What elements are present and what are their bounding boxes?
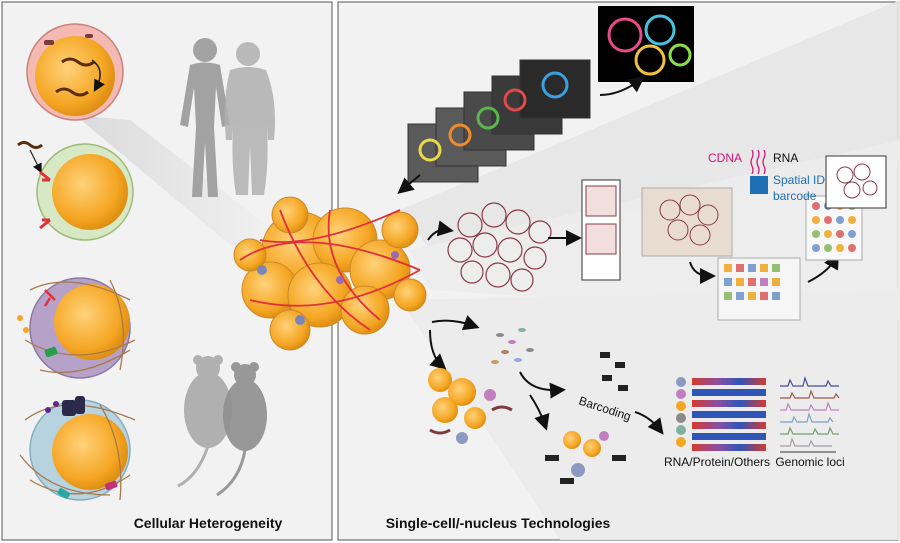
beam-left xyxy=(75,115,300,270)
left-panel-caption: Cellular Heterogeneity xyxy=(134,515,283,531)
label-spatial-id: Spatial ID xyxy=(773,173,825,187)
label-genomic-loci: Genomic loci xyxy=(775,455,844,469)
rna-protein-heatmap: RNA/Protein/Others xyxy=(664,377,770,469)
human-silhouettes xyxy=(180,38,275,197)
label-rna: RNA xyxy=(773,151,798,165)
right-panel-caption: Single-cell/-nucleus Technologies xyxy=(386,515,611,531)
imaging-stack xyxy=(397,6,694,194)
beam-top xyxy=(400,0,900,250)
cell-beige-adipocyte xyxy=(17,141,134,241)
mouse-silhouettes xyxy=(177,355,267,497)
cell-white-adipocyte xyxy=(26,23,124,121)
dissociation-path: Barcoding xyxy=(428,315,664,484)
adipose-tissue-cluster xyxy=(233,196,427,351)
label-barcode: barcode xyxy=(773,189,817,203)
genomic-loci-tracks: Genomic loci xyxy=(775,375,845,469)
cell-inflamed-adipocyte xyxy=(19,396,136,501)
cell-fibrotic-adipocyte xyxy=(17,277,136,379)
label-cdna: CDNA xyxy=(708,151,742,165)
label-rna-protein-others: RNA/Protein/Others xyxy=(664,455,770,469)
spatial-transcriptomics: CDNA RNA Spatial ID barcode xyxy=(427,149,887,321)
beam-bottom xyxy=(400,290,900,540)
